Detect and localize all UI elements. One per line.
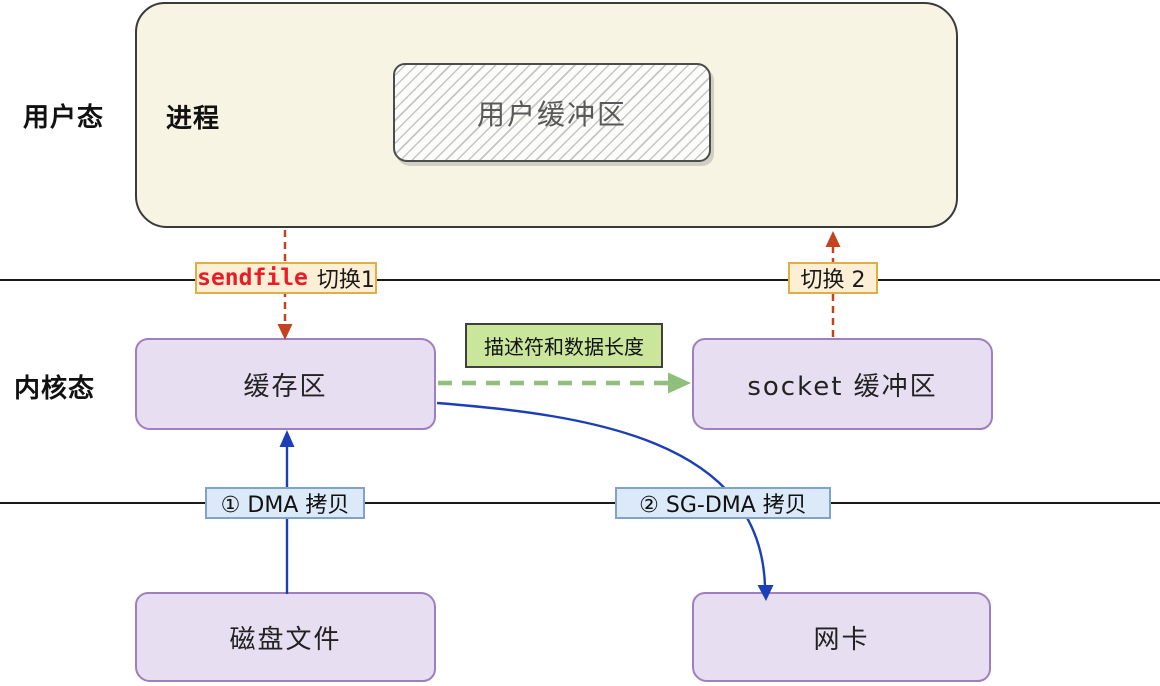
user-mode-label: 用户态 (23, 103, 105, 133)
switch1-label: sendfile 切换1 (195, 262, 377, 294)
switch2-text: 切换 2 (800, 268, 866, 293)
descriptor-arrow (438, 372, 691, 394)
switch1-text: 切换1 (316, 268, 375, 293)
kernel-mode-label: 内核态 (14, 374, 96, 404)
process-label: 进程 (166, 104, 221, 134)
disk-file-box: 磁盘文件 (135, 592, 436, 682)
sg-dma-copy-label: ② SG-DMA 拷贝 (615, 487, 831, 519)
nic-label: 网卡 (813, 624, 870, 655)
descriptor-text: 描述符和数据长度 (484, 335, 644, 359)
sg-dma-copy-text: ② SG-DMA 拷贝 (639, 493, 807, 518)
sg-dma-copy-arrow (436, 401, 774, 601)
user-buffer-box: 用户缓冲区 (393, 63, 711, 162)
dma-copy-label: ① DMA 拷贝 (205, 487, 365, 519)
dma-copy-arrow (279, 430, 295, 594)
disk-file-label: 磁盘文件 (229, 624, 342, 655)
socket-buffer-label: socket 缓冲区 (747, 371, 938, 402)
nic-box: 网卡 (692, 592, 991, 682)
descriptor-label: 描述符和数据长度 (465, 323, 663, 368)
socket-buffer-box: socket 缓冲区 (692, 338, 993, 430)
kernel-buffer-label: 缓存区 (243, 371, 328, 402)
switch2-label: 切换 2 (788, 262, 878, 294)
dma-copy-text: ① DMA 拷贝 (220, 493, 350, 518)
kernel-buffer-box: 缓存区 (135, 338, 436, 430)
mode-switch-2-arrow (825, 231, 841, 337)
sendfile-keyword: sendfile (197, 265, 308, 291)
user-buffer-label: 用户缓冲区 (476, 97, 627, 131)
